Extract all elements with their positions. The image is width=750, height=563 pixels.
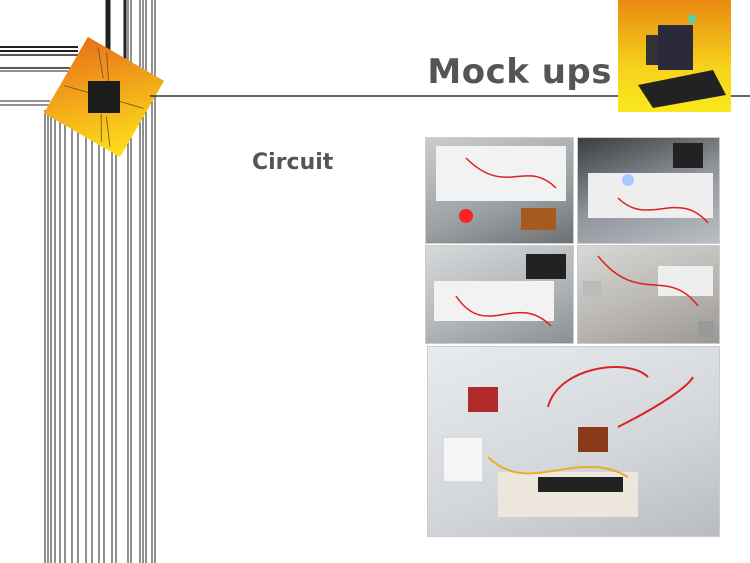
slide-title: Mock ups bbox=[427, 52, 612, 92]
photo-assembled-circuit bbox=[427, 346, 720, 537]
section-heading: Circuit bbox=[252, 150, 334, 175]
chip-graphic bbox=[43, 36, 165, 158]
photo-motors-wires bbox=[577, 245, 720, 344]
robot-logo-image bbox=[618, 0, 731, 112]
photo-breadboard-blue-led bbox=[577, 137, 720, 244]
photo-breadboard-battery bbox=[425, 245, 574, 344]
photo-breadboard-red-led bbox=[425, 137, 574, 244]
